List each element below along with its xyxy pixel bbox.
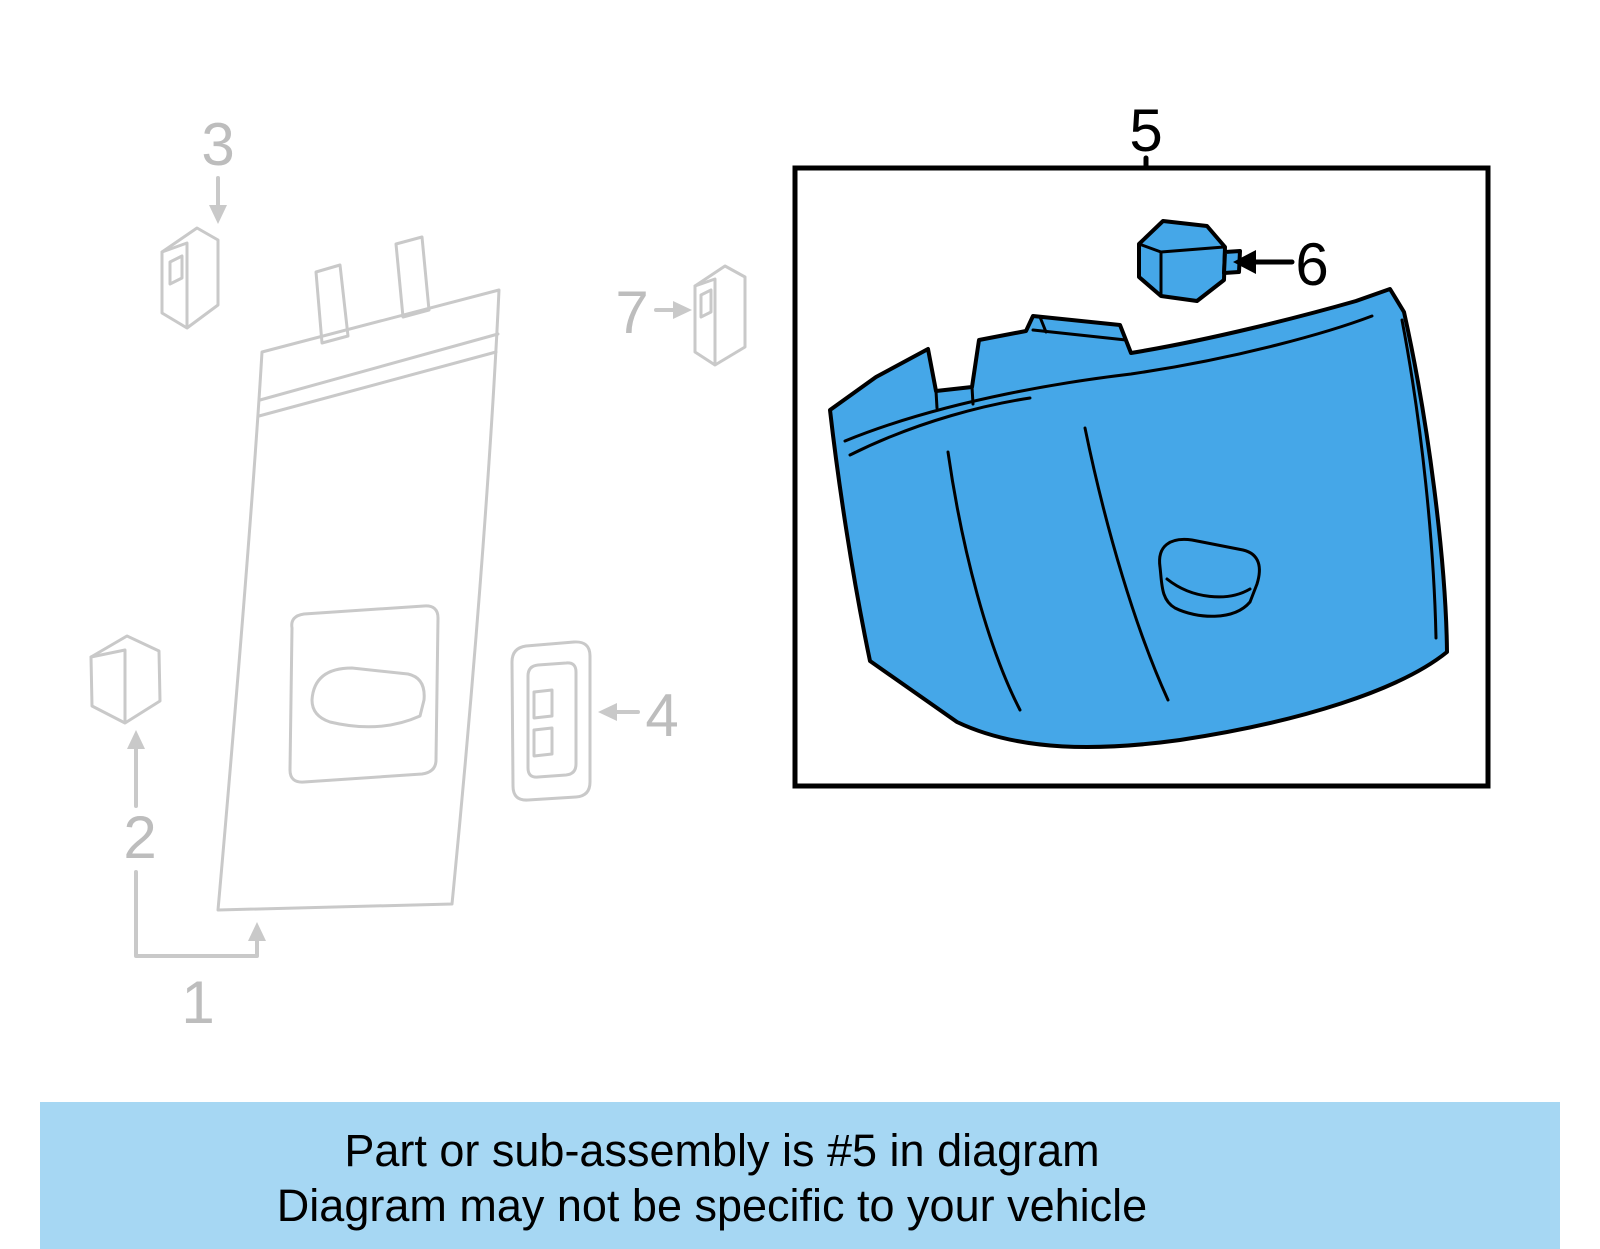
panel-5-notch-connector-left — [934, 389, 939, 410]
callout-4-label: 4 — [645, 682, 678, 749]
panel-5-fold-line-left — [946, 450, 1022, 712]
quarter-trim-panel-part-5 — [828, 287, 1449, 750]
clip-3-edge — [160, 241, 189, 329]
callout-6-label: 6 — [1295, 231, 1328, 298]
highlighted-part-box: 5 6 — [792, 97, 1491, 789]
banner-line-1: Part or sub-assembly is #5 in diagram — [344, 1125, 1099, 1176]
pillar-trim-top-band-line-2 — [257, 350, 498, 418]
pillar-trim-pocket-handle — [310, 666, 426, 729]
callout-7-label: 7 — [615, 279, 648, 346]
clip-7-edge — [693, 277, 717, 365]
clip-7-detail — [699, 288, 713, 319]
grommet-4-inner — [526, 661, 578, 779]
callout-3-arrowhead — [209, 205, 227, 224]
grommet-4-hole-bottom — [532, 726, 554, 758]
panel-5-tab-base-line — [1031, 328, 1128, 342]
callout-2-label: 2 — [123, 804, 156, 871]
pillar-trim-top-band-line-1 — [258, 332, 500, 402]
clip-2-outline — [89, 634, 162, 725]
callout-1-arrowhead — [248, 922, 266, 941]
panel-5-pocket-outline — [1158, 537, 1261, 618]
pillar-trim-tab-right — [394, 235, 431, 319]
callout-1-label: 1 — [181, 969, 214, 1036]
faded-callout-labels: 3 7 2 4 1 — [123, 111, 678, 1036]
callout-5-label: 5 — [1129, 97, 1162, 164]
clip-6-part — [1137, 219, 1242, 303]
banner-background — [40, 1102, 1560, 1249]
callout-7-arrowhead — [673, 301, 692, 319]
clip-2-edge — [89, 648, 127, 724]
panel-5-notch-connector-right — [970, 385, 975, 406]
clip-6-body — [1137, 219, 1227, 303]
highlight-box-frame — [792, 165, 1491, 789]
clip-6-flange — [1222, 249, 1242, 275]
panel-5-body — [828, 287, 1449, 750]
grommet-4-hole-top — [532, 688, 554, 720]
banner-line-2: Diagram may not be specific to your vehi… — [277, 1180, 1147, 1231]
clip-7-outline — [693, 264, 747, 367]
panel-5-tab-edge-line — [1038, 315, 1048, 334]
callout-6-arrowhead — [1233, 250, 1256, 274]
panel-5-flange-line — [843, 314, 1374, 443]
panel-5-fold-line-right — [1083, 426, 1170, 702]
pillar-trim-tab-left — [314, 263, 350, 345]
faded-assembly — [89, 176, 747, 958]
callout-2-arrowhead — [127, 730, 145, 749]
clip-3-detail — [168, 254, 184, 286]
pillar-trim-pocket-outline — [288, 604, 440, 784]
pillar-trim-panel-outline — [216, 288, 501, 912]
grommet-4-outline — [510, 640, 592, 802]
callout-3-label: 3 — [201, 111, 234, 178]
panel-5-pocket-lip-line — [1165, 577, 1252, 599]
panel-5-right-edge-line — [1400, 318, 1438, 640]
callout-4-arrowhead — [598, 703, 617, 721]
callout-1-bracket-line — [134, 870, 259, 958]
clip-3-outline — [160, 226, 220, 330]
info-banner: Part or sub-assembly is #5 in diagram Di… — [40, 1102, 1560, 1249]
panel-5-flange-line-2 — [848, 396, 1032, 457]
